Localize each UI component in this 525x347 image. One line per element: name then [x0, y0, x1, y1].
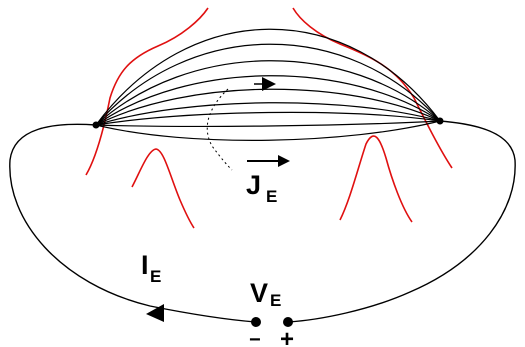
flux-line — [95, 75, 441, 126]
boundary-curves — [85, 7, 453, 229]
current-density-label: J — [246, 170, 261, 200]
plus-symbol: + — [280, 326, 294, 347]
flux-line — [95, 88, 441, 126]
voltage-label: V — [250, 278, 268, 308]
flux-line — [95, 28, 441, 126]
external-circuit — [9, 120, 516, 323]
flux-line — [95, 120, 441, 128]
arrowhead-icon — [262, 77, 276, 91]
flux-line — [95, 43, 441, 126]
flux-lines — [95, 28, 441, 141]
boundary-upper-right — [292, 7, 453, 169]
circuit-wire-left — [9, 123, 257, 323]
flux-line — [95, 60, 441, 126]
flux-line — [95, 102, 441, 126]
current-arrow-icon — [146, 304, 164, 322]
current-subscript: E — [150, 267, 161, 286]
positive-terminal — [283, 317, 293, 327]
boundary-lower-left — [131, 148, 195, 229]
flux-line — [95, 120, 441, 141]
circuit-wire-right — [287, 120, 516, 323]
boundary-upper-left — [85, 7, 209, 176]
voltage-subscript: E — [270, 291, 281, 310]
boundary-lower-right — [339, 135, 413, 223]
dotted-indicator-line — [206, 88, 233, 171]
negative-terminal — [251, 317, 261, 327]
vector-arrowhead-icon — [278, 155, 290, 167]
minus-symbol: − — [249, 329, 261, 347]
flux-line — [95, 111, 441, 126]
current-label: I — [141, 250, 149, 280]
current-density-subscript: E — [266, 187, 277, 206]
